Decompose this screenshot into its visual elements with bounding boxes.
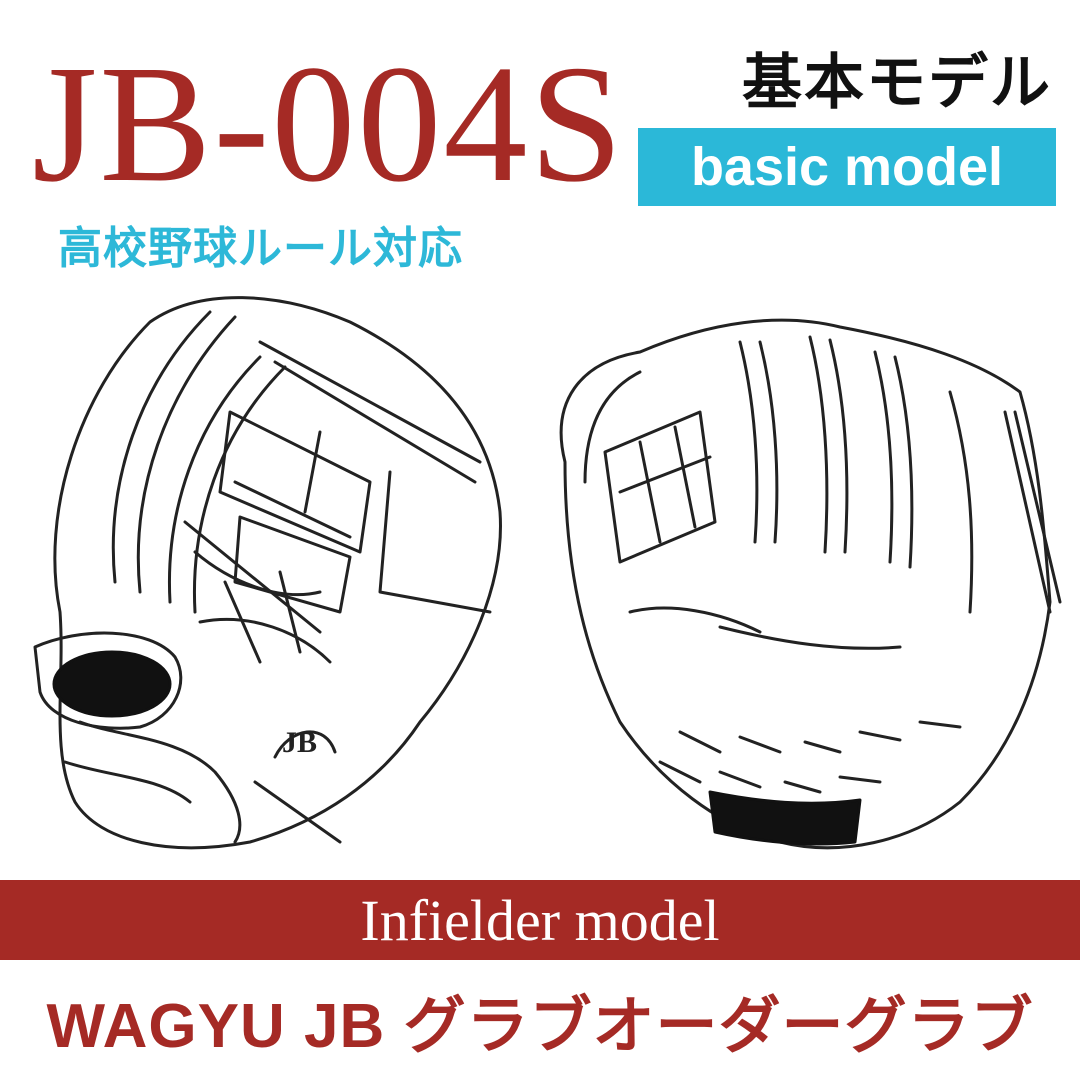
position-band-label: Infielder model xyxy=(360,887,720,953)
brand-footer: WAGYU JB グラブオーダーグラブ xyxy=(46,992,1034,1061)
glove-stamp-label: JB xyxy=(282,726,317,759)
glove-illustration: JB xyxy=(33,296,1062,850)
glove-thumb-opening-icon xyxy=(52,650,172,718)
rule-compliance-subtitle: 高校野球ルール対応 xyxy=(58,224,463,273)
basic-model-jp-label: 基本モデル xyxy=(742,49,1052,116)
position-band: Infielder model xyxy=(0,880,1080,960)
glove-palm-icon xyxy=(559,318,1062,850)
glove-back-icon xyxy=(33,296,502,850)
basic-model-badge: basic model xyxy=(638,128,1056,206)
glove-wrist-opening-icon xyxy=(708,790,862,846)
model-code-title: JB-004S xyxy=(32,31,625,217)
